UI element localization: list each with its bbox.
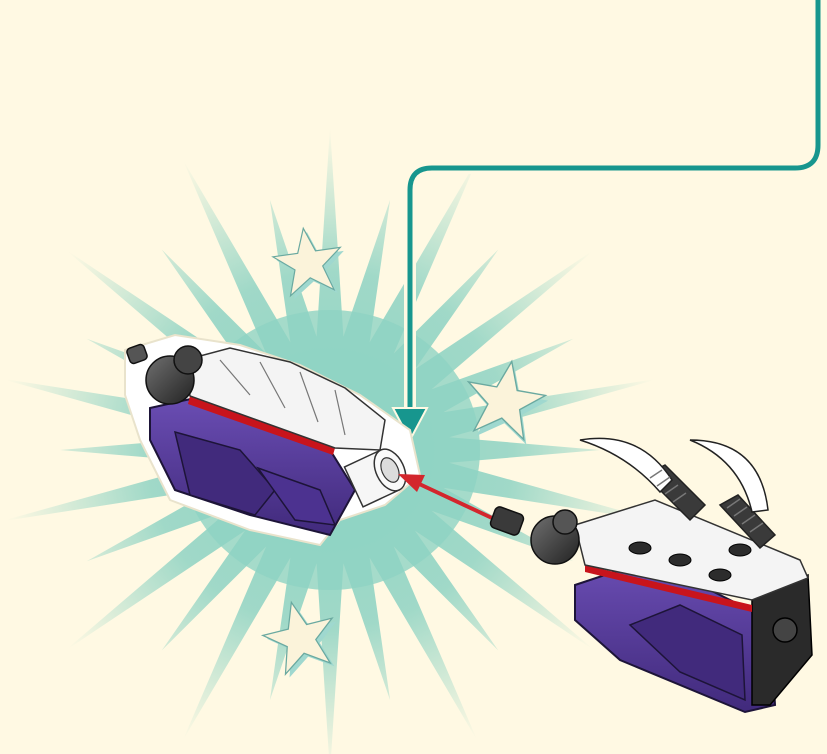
illustration-canvas: [0, 0, 827, 754]
instruction-scene: [0, 0, 827, 754]
